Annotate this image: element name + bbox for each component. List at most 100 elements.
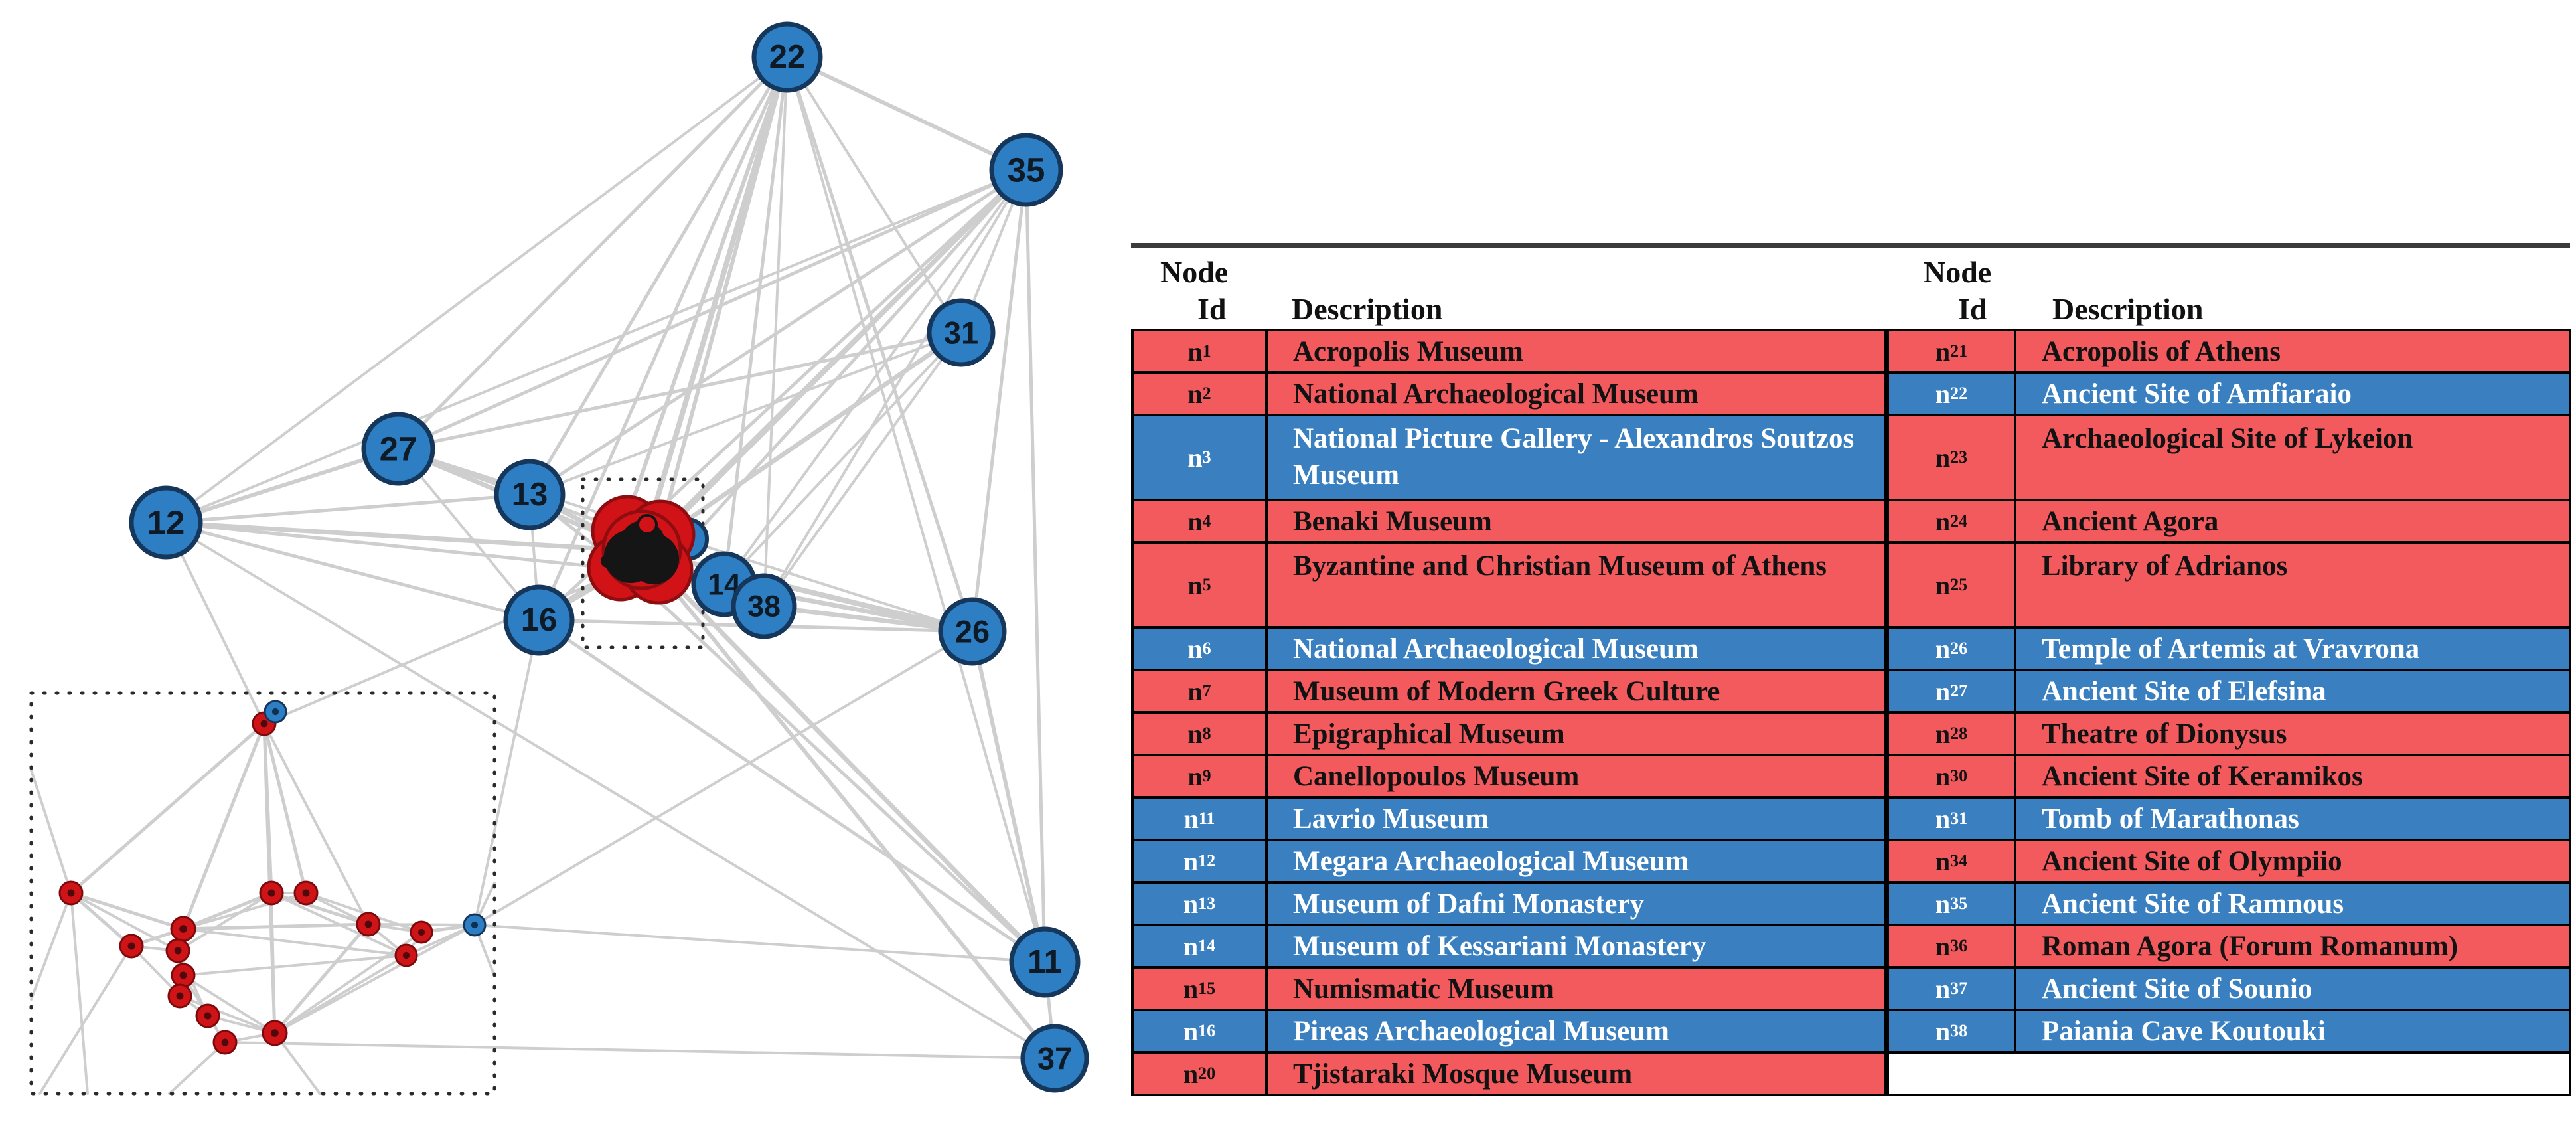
inset-node — [293, 880, 319, 906]
graph-node-31: 31 — [927, 298, 996, 367]
graph-node-12: 12 — [129, 485, 203, 560]
description-cell: Canellopoulos Museum — [1293, 760, 1580, 792]
inset-node — [394, 943, 418, 967]
description-cell: Paiania Cave Koutouki — [2042, 1015, 2326, 1047]
graph-edge — [182, 892, 307, 930]
graph-edge — [785, 55, 974, 633]
inset-node — [463, 913, 487, 937]
graph-node-label: 26 — [955, 614, 990, 649]
graph-edge — [165, 56, 789, 524]
inset-node — [170, 916, 196, 942]
graph-edge — [786, 56, 1046, 963]
graph-node-label: 16 — [521, 602, 558, 638]
graph-node-circle — [361, 412, 435, 486]
graph-node-circle — [938, 597, 1007, 666]
graph-node-label: 37 — [1037, 1041, 1072, 1076]
description-cell: Museum of Dafni Monastery — [1293, 888, 1645, 920]
description-cell: Ancient Site of Amfiaraio — [2042, 378, 2352, 410]
graph-edge — [165, 521, 265, 725]
legend-blank-row — [1889, 1054, 2569, 1096]
graph-node-label: 27 — [380, 430, 417, 468]
graph-edge — [623, 568, 1047, 964]
graph-node-circle — [751, 21, 823, 93]
header-node-label: Node — [1160, 255, 1229, 289]
graph-edge — [785, 55, 1028, 172]
description-cell: Pireas Archaeological Museum — [1293, 1015, 1669, 1047]
description-cell: Library of Adrianos — [2042, 550, 2288, 582]
inset-box — [29, 691, 496, 1096]
graph-edge — [163, 520, 644, 554]
graph-node-circle — [503, 584, 575, 656]
graph-edge — [181, 722, 266, 931]
graph-edge — [656, 168, 1028, 541]
graph-edge — [262, 722, 308, 895]
graph-edge — [396, 55, 789, 451]
description-cell: Acropolis of Athens — [2042, 335, 2281, 367]
graph-node-22: 22 — [751, 21, 823, 93]
graph-edge — [970, 168, 1028, 633]
graph-edge — [473, 924, 1046, 963]
graph-edge — [69, 891, 185, 931]
description-cell: Ancient Agora — [2042, 505, 2219, 537]
graph-node-circle — [129, 485, 203, 560]
graph-edge — [165, 169, 1027, 524]
graph-edge — [69, 891, 133, 948]
node-id-cell — [1889, 1054, 2016, 1094]
graph-node-27: 27 — [361, 412, 435, 486]
graph-edge — [396, 331, 963, 451]
graph-edge — [30, 769, 72, 894]
graph-edge — [639, 548, 1047, 965]
graph-node-circle — [1020, 1024, 1089, 1093]
graph-edge — [722, 55, 789, 586]
description-cell: Ancient Site of Ramnous — [2042, 888, 2344, 920]
description-cell: National Archaeological Museum — [1293, 378, 1699, 410]
inset-node-glyph — [271, 1029, 279, 1037]
inset-node — [58, 880, 84, 906]
description-cell: Megara Archaeological Museum — [1293, 845, 1689, 877]
graph-edge — [69, 722, 266, 895]
inset-node-glyph — [364, 920, 372, 928]
graph-edge — [182, 928, 408, 957]
graph-edge — [263, 568, 627, 725]
inset-node-glyph — [67, 889, 75, 897]
description-cell: Benaki Museum — [1293, 505, 1492, 537]
graph-edge — [70, 892, 179, 952]
cluster-small-node — [637, 514, 658, 535]
inset-node — [165, 938, 190, 963]
inset-node-glyph — [417, 928, 425, 936]
graph-node-label: 38 — [747, 590, 781, 623]
inset-node — [264, 700, 287, 724]
description-cell: Museum of Modern Greek Culture — [1293, 675, 1720, 707]
graph-node-35: 35 — [989, 133, 1063, 207]
